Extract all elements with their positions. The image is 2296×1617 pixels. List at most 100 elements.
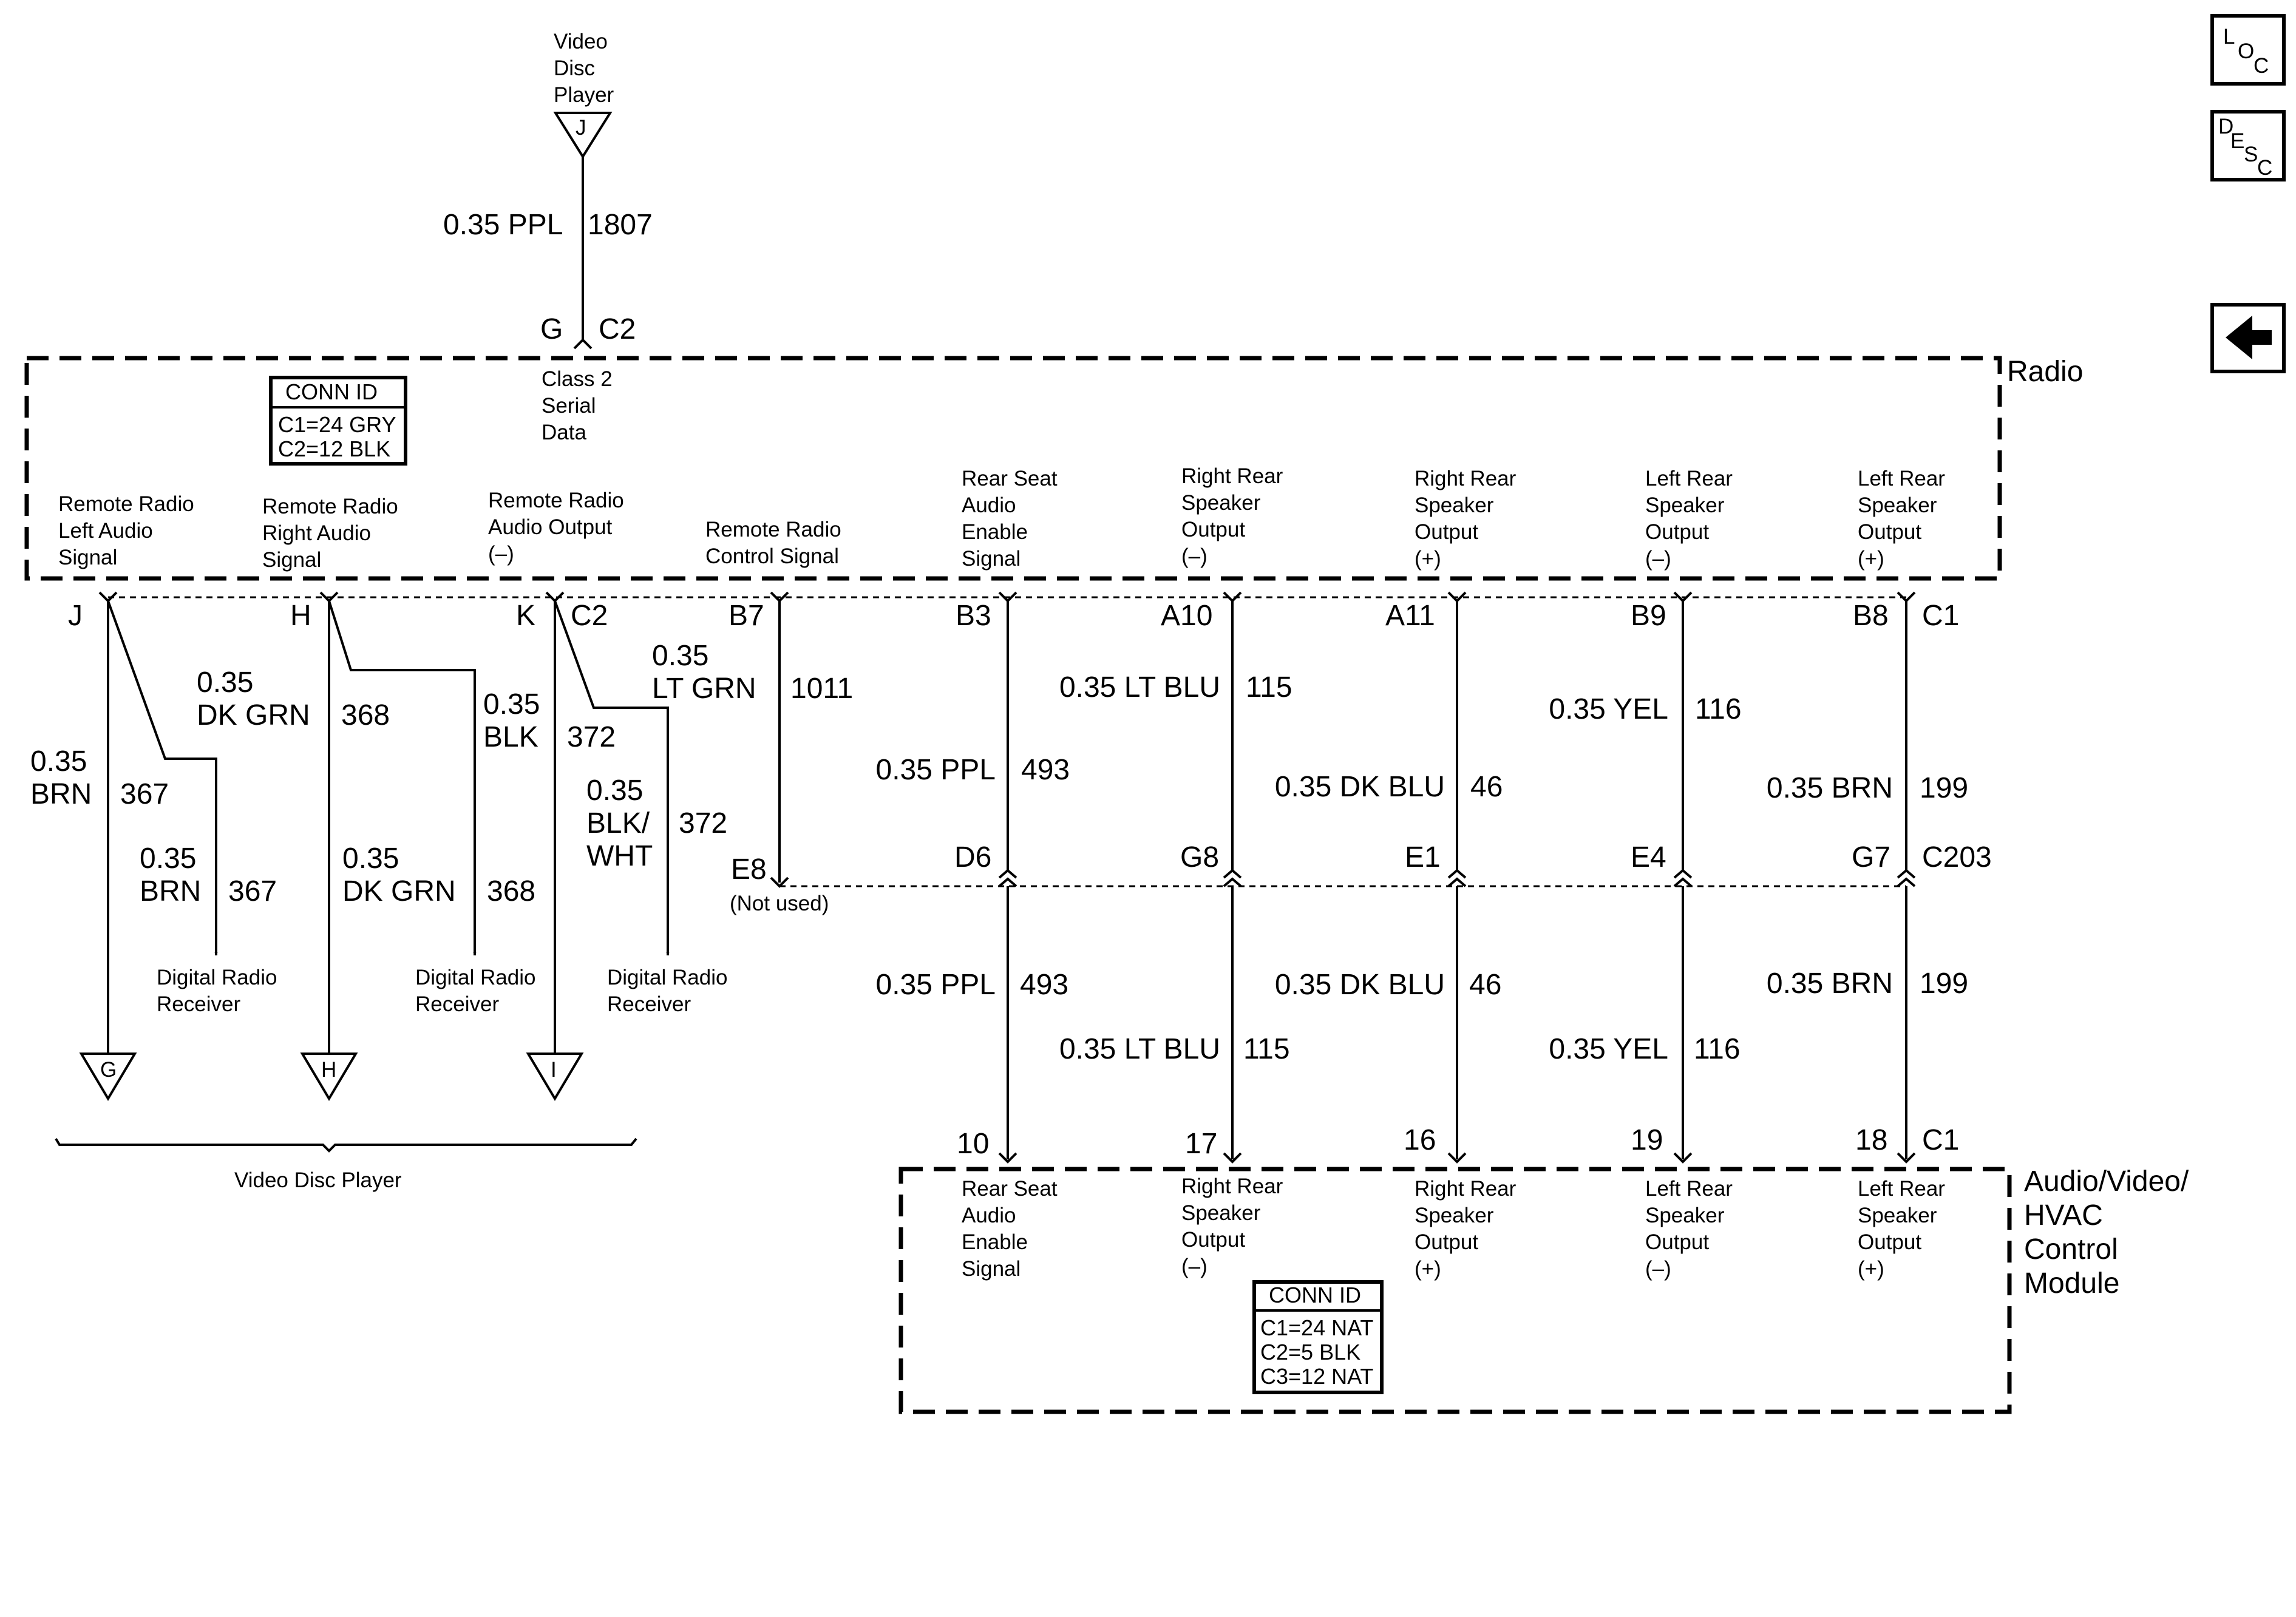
- radio-pin-g-terminal: [573, 338, 593, 350]
- avhvac-module: Audio/Video/ HVAC Control Module Rear Se…: [898, 1165, 2189, 1414]
- svg-text:(+): (+): [1415, 1257, 1441, 1281]
- c203-pin-g7: G7: [1852, 841, 1890, 873]
- wire-493-lower-label: 0.35 PPL: [876, 969, 996, 1001]
- wire-372-branch-color2: WHT: [586, 840, 653, 872]
- c203-pin-e8: E8: [731, 853, 767, 886]
- radio-connector-c2: C2: [571, 600, 608, 632]
- loc-c: C: [2254, 54, 2269, 78]
- radio-pin-j: J: [68, 600, 83, 632]
- radio-conn-id-c2: C2=12 BLK: [278, 436, 390, 461]
- radio-connector-c2-top: C2: [599, 313, 636, 345]
- digital-radio-receiver-3: Digital Radio Receiver: [607, 966, 727, 1016]
- svg-text:(–): (–): [1181, 1255, 1207, 1278]
- svg-text:Remote Radio: Remote Radio: [262, 495, 398, 518]
- svg-text:(–): (–): [1181, 544, 1207, 568]
- video-disc-player-bracket: [55, 1137, 637, 1153]
- wire-46-upper-label: 0.35 DK BLU: [1275, 771, 1445, 803]
- svg-text:Output: Output: [1858, 1230, 1921, 1254]
- svg-text:Left Rear: Left Rear: [1645, 467, 1733, 490]
- wire-493-upper-label: 0.35 PPL: [876, 754, 996, 786]
- wire-115-lower-label: 0.35 LT BLU: [1059, 1033, 1220, 1065]
- wire-116-upper-circuit: 116: [1695, 693, 1742, 725]
- desc-d: D: [2218, 115, 2233, 138]
- svg-text:Speaker: Speaker: [1181, 1201, 1261, 1225]
- avhvac-label-18: Left Rear Speaker Output (+): [1858, 1177, 1945, 1281]
- video-disc-player-top: Video Disc Player J: [553, 30, 614, 159]
- svg-text:Receiver: Receiver: [415, 992, 499, 1016]
- radio-label-a10: Right Rear Speaker Output (–): [1181, 464, 1283, 568]
- radio-connector-c1: C1: [1922, 600, 1959, 632]
- wire-1807-circuit: 1807: [588, 209, 653, 241]
- vdp-connector-i: I: [526, 1053, 584, 1101]
- radio-label-b9: Left Rear Speaker Output (–): [1645, 467, 1733, 571]
- radio-pin-b7: B7: [729, 600, 764, 632]
- svg-text:Output: Output: [1415, 520, 1478, 544]
- svg-text:(+): (+): [1415, 547, 1441, 571]
- desc-button[interactable]: D E S C: [2210, 110, 2286, 181]
- vdp-connector-g: G: [79, 1053, 137, 1101]
- radio-pin-g: G: [540, 313, 563, 345]
- c203-pin-terminals: [998, 869, 1916, 887]
- radio-module: Radio CONN ID C1=24 GRY C2=12 BLK Class …: [24, 356, 2083, 581]
- loc-o: O: [2238, 39, 2254, 63]
- avhvac-conn-id-c1: C1=24 NAT: [1260, 1315, 1373, 1340]
- svg-text:Right Rear: Right Rear: [1415, 1177, 1517, 1201]
- radio-label-b7: Remote Radio Control Signal: [705, 518, 841, 568]
- wire-46-upper-circuit: 46: [1470, 771, 1503, 803]
- avhvac-conn-id-title: CONN ID: [1269, 1283, 1361, 1307]
- c203-pin-g8: G8: [1180, 841, 1219, 873]
- desc-e: E: [2230, 129, 2244, 153]
- wire-493-upper-circuit: 493: [1021, 754, 1070, 786]
- wire-368-branch-color: DK GRN: [342, 875, 456, 907]
- vdp-top-line1: Video: [554, 30, 608, 53]
- svg-text:Output: Output: [1181, 1228, 1245, 1252]
- svg-text:Remote Radio: Remote Radio: [58, 492, 194, 516]
- svg-text:Left Audio: Left Audio: [58, 519, 153, 543]
- vdp-top-connector-symbol: [553, 112, 613, 159]
- wire-115-upper-circuit: 115: [1246, 671, 1292, 703]
- back-button[interactable]: [2210, 303, 2286, 373]
- svg-text:(+): (+): [1858, 547, 1884, 571]
- svg-text:G: G: [100, 1058, 117, 1082]
- wire-367-branch: [107, 600, 218, 955]
- loc-button[interactable]: L O C: [2210, 14, 2286, 86]
- svg-text:Audio: Audio: [962, 493, 1016, 517]
- wire-367-branch-color: BRN: [140, 875, 201, 907]
- wire-367-branch-circuit: 367: [228, 875, 277, 907]
- wire-1011-size: 0.35: [652, 640, 708, 672]
- svg-text:Audio: Audio: [962, 1204, 1016, 1227]
- wire-367-size: 0.35: [30, 745, 87, 778]
- wire-199-upper-label: 0.35 BRN: [1767, 772, 1893, 804]
- radio-pin-k: K: [516, 600, 535, 632]
- avhvac-pin-16: 16: [1404, 1124, 1436, 1156]
- svg-text:Digital Radio: Digital Radio: [157, 966, 277, 989]
- svg-text:H: H: [321, 1058, 336, 1082]
- svg-text:I: I: [551, 1058, 557, 1082]
- radio-label-b8: Left Rear Speaker Output (+): [1858, 467, 1945, 571]
- vdp-connector-h: H: [300, 1053, 358, 1101]
- radio-pin-a10: A10: [1161, 600, 1212, 632]
- avhvac-label-19: Left Rear Speaker Output (–): [1645, 1177, 1733, 1281]
- avhvac-pin-19: 19: [1631, 1124, 1663, 1156]
- svg-text:Receiver: Receiver: [157, 992, 240, 1016]
- vdp-top-pin: J: [576, 116, 586, 140]
- svg-text:Speaker: Speaker: [1858, 493, 1937, 517]
- radio-label-k: Remote Radio Audio Output (–): [488, 489, 624, 566]
- left-arrow-icon: [2226, 316, 2272, 359]
- svg-text:Right Rear: Right Rear: [1181, 464, 1283, 488]
- svg-text:Digital Radio: Digital Radio: [607, 966, 727, 989]
- radio-conn-id-title: CONN ID: [285, 379, 378, 404]
- avhvac-connector-c1: C1: [1922, 1124, 1959, 1156]
- class2-line2: Serial: [542, 394, 596, 418]
- wire-372-color: BLK: [483, 721, 538, 753]
- avhvac-conn-id-c2: C2=5 BLK: [1260, 1340, 1360, 1364]
- svg-text:Output: Output: [1858, 520, 1921, 544]
- avhvac-label-16: Right Rear Speaker Output (+): [1415, 1177, 1517, 1281]
- wire-199-lower-circuit: 199: [1920, 968, 1968, 1000]
- radio-pin-b9: B9: [1631, 600, 1666, 632]
- wire-372-size: 0.35: [483, 688, 540, 720]
- radio-label-b3: Rear Seat Audio Enable Signal: [962, 467, 1058, 571]
- c203-pin-e4: E4: [1631, 841, 1666, 873]
- wire-367-circuit: 367: [120, 778, 169, 810]
